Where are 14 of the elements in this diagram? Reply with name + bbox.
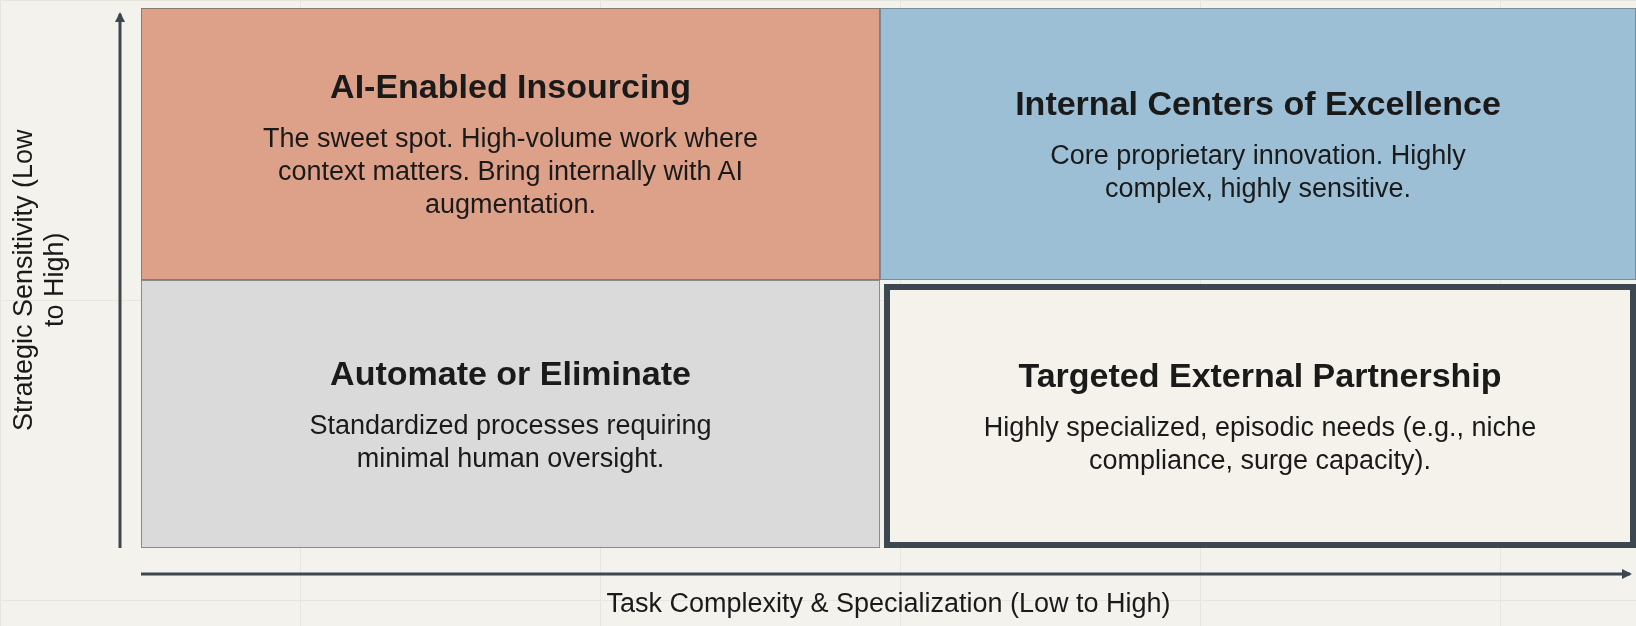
quadrant-description: Standardized processes requiring minimal human oversight. (308, 408, 713, 475)
quadrant-description: Highly specialized, episodic needs (e.g., niche compliance, surge capacity). (982, 410, 1538, 477)
quadrant-heading: AI-Enabled Insourcing (330, 67, 691, 107)
y-axis-label: Strategic Sensitivity (Low to High) (8, 128, 70, 433)
quadrant-heading: Automate or Eliminate (330, 353, 691, 393)
quadrant-heading: Internal Centers of Excellence (1015, 83, 1501, 123)
x-axis-label: Task Complexity & Specialization (Low to High) (605, 588, 1172, 619)
quadrant-description: Core proprietary innovation. Highly complex, highly sensitive. (1049, 138, 1467, 205)
quadrant-box (884, 284, 1636, 548)
quadrant-box (141, 280, 880, 548)
quadrant-description: The sweet spot. High-volume work where context matters. Bring internally with AI augmentation. (261, 122, 760, 221)
quadrant-box (880, 8, 1636, 280)
quadrant-box (141, 8, 880, 280)
quadrant-heading: Targeted External Partnership (1018, 355, 1502, 395)
